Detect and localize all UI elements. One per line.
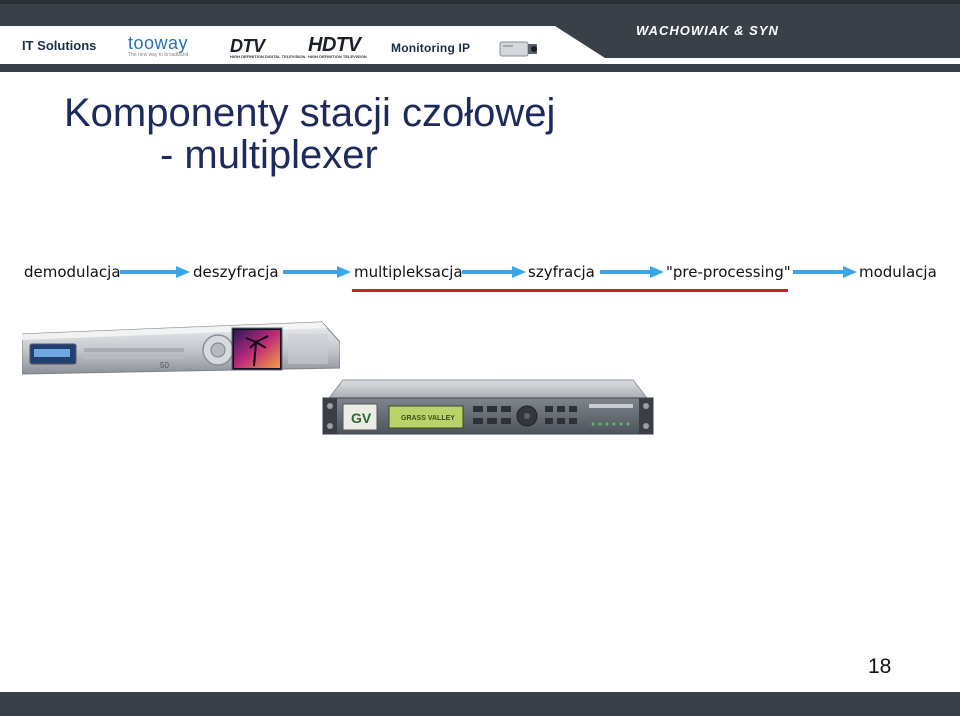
header-banner: IT Solutions tooway The new way to broad…	[0, 0, 960, 72]
receiver-device-image: 50	[22, 320, 340, 376]
title-line-2: - multiplexer	[64, 134, 555, 176]
dtv-tagline: HIGH DEFINITION DIGITAL TELEVISION	[230, 54, 305, 59]
grass-valley-logo-icon: GV	[351, 410, 372, 426]
tooway-tagline: The new way to broadband	[128, 52, 188, 58]
step-szyfracja: szyfracja	[528, 263, 595, 281]
step-deszyfracja: deszyfracja	[193, 263, 279, 281]
tooway-label: tooway	[128, 33, 188, 54]
arrow-icon	[283, 265, 351, 279]
step-modulacja: modulacja	[859, 263, 937, 281]
arrow-icon	[600, 265, 664, 279]
tooway-logo: tooway The new way to broadband	[128, 33, 188, 58]
company-logo: WACHOWIAK & SYN	[636, 23, 779, 38]
it-solutions-logo: IT Solutions	[22, 38, 96, 53]
hdtv-logo: HDTV HIGH DEFINITION TELEVISION	[308, 34, 367, 59]
arrow-icon	[120, 265, 190, 279]
dtv-logo: DTV HIGH DEFINITION DIGITAL TELEVISION	[230, 36, 305, 59]
receiver-channel-label: 50	[160, 361, 169, 370]
footer-strip	[0, 692, 960, 716]
it-solutions-label: IT Solutions	[22, 38, 96, 53]
footer-bar	[0, 690, 960, 716]
monitoring-ip-label: Monitoring IP	[391, 41, 470, 55]
step-pre-processing: "pre-processing"	[666, 263, 791, 281]
camera-icon	[498, 38, 540, 60]
multiplexer-brand-label: GRASS VALLEY	[401, 415, 455, 422]
monitoring-ip-logo: Monitoring IP	[391, 41, 470, 55]
hdtv-tagline: HIGH DEFINITION TELEVISION	[308, 54, 367, 59]
page-title: Komponenty stacji czołowej - multiplexer	[64, 92, 555, 176]
highlight-underline	[352, 289, 788, 292]
arrow-icon	[462, 265, 526, 279]
page-number: 18	[868, 655, 891, 679]
process-chain: demodulacja deszyfracja multipleksacja s…	[0, 256, 960, 306]
multiplexer-device-image: GV GRASS VALLEY	[321, 378, 655, 436]
company-label: WACHOWIAK & SYN	[636, 23, 779, 38]
step-demodulacja: demodulacja	[24, 263, 121, 281]
title-line-1: Komponenty stacji czołowej	[64, 91, 555, 135]
step-multipleksacja: multipleksacja	[354, 263, 463, 281]
arrow-icon	[793, 265, 857, 279]
